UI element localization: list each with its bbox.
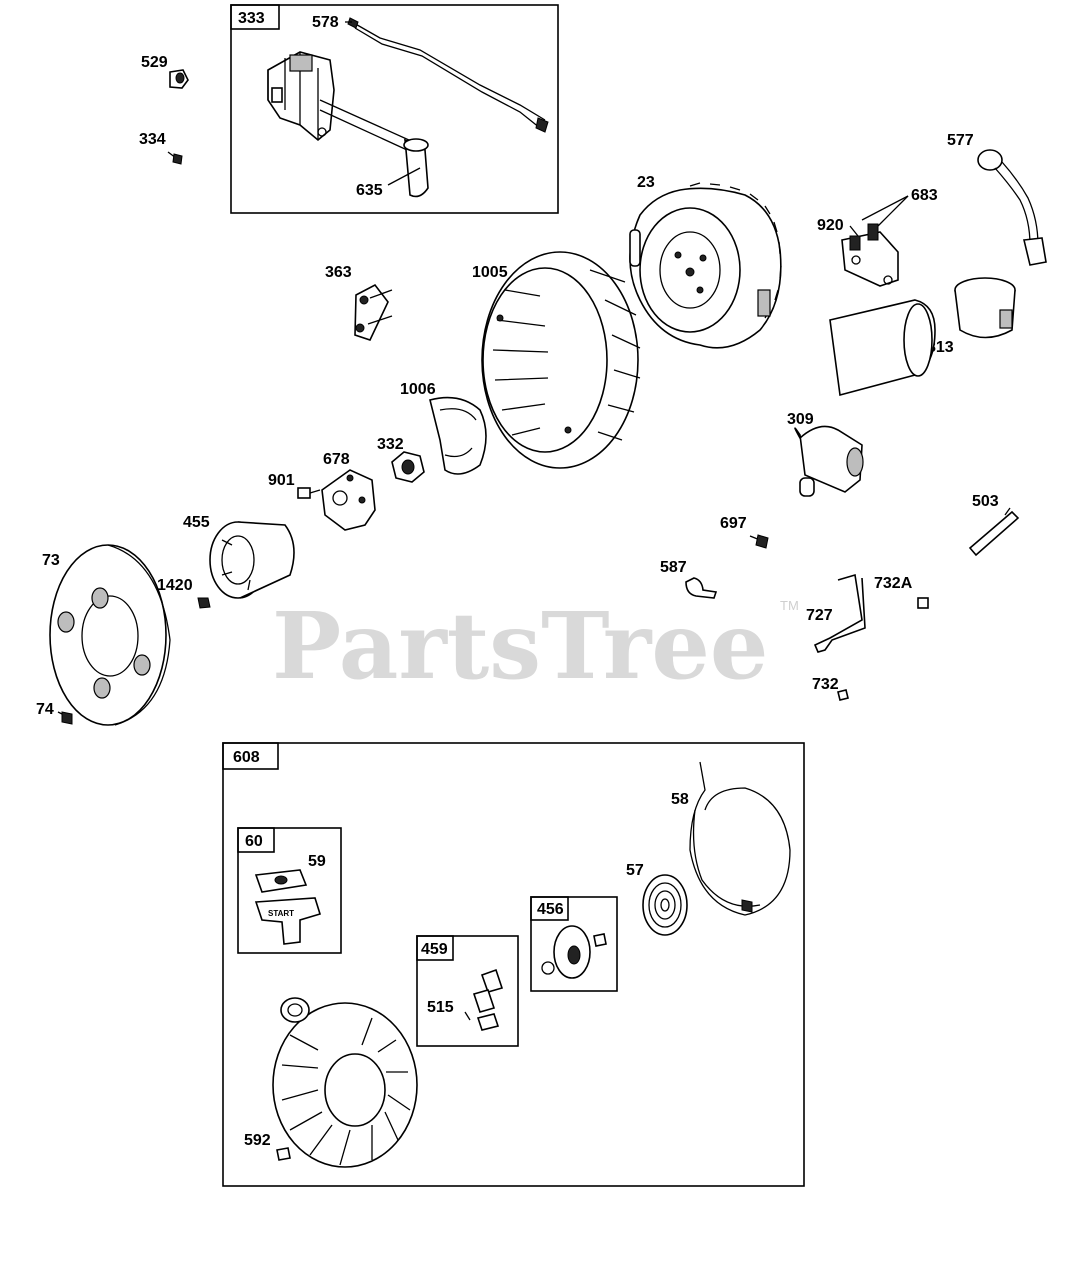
part-332[interactable] — [391, 451, 425, 483]
solenoid-part[interactable] — [841, 223, 899, 287]
fan-part[interactable] — [481, 251, 641, 469]
callout-1420: 1420 — [157, 577, 193, 594]
part-59[interactable] — [254, 869, 308, 893]
callout-332: 332 — [377, 436, 404, 453]
start-handle-text: START — [268, 909, 294, 918]
callout-74: 74 — [36, 701, 54, 718]
part-732A[interactable] — [917, 597, 929, 609]
watermark-trademark: TM — [780, 598, 799, 613]
part-57[interactable] — [642, 874, 688, 936]
leader-920 — [849, 225, 859, 237]
kit-box-333-label: 333 — [238, 10, 265, 27]
part-74[interactable] — [57, 711, 73, 725]
kit-box-333[interactable]: 333 — [230, 4, 559, 214]
leader-683-b — [877, 195, 909, 227]
part-678[interactable] — [321, 469, 376, 531]
callout-73: 73 — [42, 552, 60, 569]
ignition-coil-part[interactable] — [267, 51, 429, 198]
callout-578: 578 — [312, 14, 339, 31]
starter-motor-part[interactable] — [794, 299, 936, 497]
kit-box-459[interactable]: 459 — [416, 935, 519, 1047]
callout-1006: 1006 — [400, 381, 436, 398]
callout-57: 57 — [626, 862, 644, 879]
ground-wire-part[interactable] — [347, 17, 549, 133]
part-363[interactable] — [354, 283, 393, 341]
callout-363: 363 — [325, 264, 352, 281]
start-handle-part[interactable]: START — [254, 897, 322, 945]
part-1006[interactable] — [429, 396, 487, 475]
part-455[interactable] — [209, 521, 295, 599]
part-813[interactable] — [954, 277, 1016, 339]
callout-23: 23 — [637, 174, 655, 191]
callout-901: 901 — [268, 472, 295, 489]
callout-592: 592 — [244, 1132, 271, 1149]
callout-455: 455 — [183, 514, 210, 531]
callout-529: 529 — [141, 54, 168, 71]
watermark-text: PartsTree — [272, 592, 768, 700]
part-727[interactable] — [813, 573, 866, 653]
part-58[interactable] — [689, 761, 791, 916]
part-529[interactable] — [169, 69, 189, 89]
kit-box-608[interactable]: 608 — [222, 742, 805, 1187]
callout-732: 732 — [812, 676, 839, 693]
callout-732A: 732A — [874, 575, 913, 592]
flywheel-part[interactable] — [629, 182, 782, 349]
callout-334: 334 — [139, 131, 166, 148]
callout-683: 683 — [911, 187, 938, 204]
kit-box-456-label: 456 — [537, 901, 564, 918]
part-334[interactable] — [167, 151, 183, 165]
callout-697: 697 — [720, 515, 747, 532]
leader-635 — [387, 167, 421, 186]
callout-503: 503 — [972, 493, 999, 510]
callout-727: 727 — [806, 607, 833, 624]
part-73[interactable] — [49, 544, 171, 726]
callout-587: 587 — [660, 559, 687, 576]
callout-1005: 1005 — [472, 264, 508, 281]
kit-box-60[interactable]: 60 — [237, 827, 342, 954]
part-732[interactable] — [837, 689, 849, 701]
part-515[interactable] — [464, 1011, 471, 1021]
callout-577: 577 — [947, 132, 974, 149]
part-577[interactable] — [977, 149, 1047, 266]
callout-678: 678 — [323, 451, 350, 468]
part-456-retainer[interactable] — [541, 925, 607, 979]
kit-box-60-label: 60 — [245, 833, 263, 850]
kit-box-608-label: 608 — [233, 749, 260, 766]
callout-920: 920 — [817, 217, 844, 234]
callout-309: 309 — [787, 411, 814, 428]
part-459-dogs[interactable] — [472, 968, 504, 1031]
kit-box-456[interactable]: 456 — [530, 896, 618, 992]
part-1420[interactable] — [197, 597, 211, 609]
leader-683-a — [861, 195, 909, 221]
callout-635: 635 — [356, 182, 383, 199]
part-592[interactable] — [276, 1147, 291, 1161]
callout-515: 515 — [427, 999, 454, 1016]
rewind-housing-part[interactable] — [272, 997, 418, 1168]
part-697[interactable] — [749, 534, 769, 549]
kit-box-459-label: 459 — [421, 941, 448, 958]
callout-59: 59 — [308, 853, 326, 870]
part-503[interactable] — [968, 507, 1020, 557]
part-901[interactable] — [297, 487, 321, 499]
part-587[interactable] — [685, 577, 718, 599]
callout-58: 58 — [671, 791, 689, 808]
